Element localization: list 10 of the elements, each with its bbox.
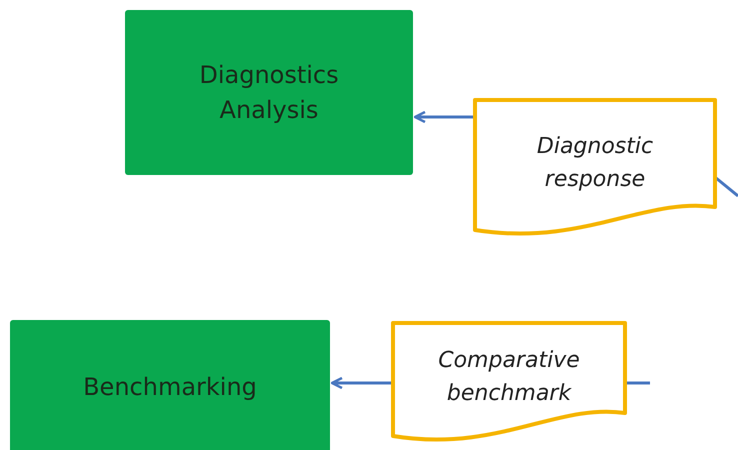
process-box (125, 10, 413, 175)
connector-line (715, 176, 738, 198)
box-label: Benchmarking (83, 372, 257, 404)
box-label: Diagnostics Analysis (198, 60, 340, 126)
document-label: Comparative benchmark (437, 347, 581, 408)
process-box (10, 320, 330, 450)
arrow (414, 110, 474, 124)
document-label: Diagnostic response (536, 132, 654, 194)
connector-line (626, 382, 650, 384)
arrow (330, 376, 392, 390)
